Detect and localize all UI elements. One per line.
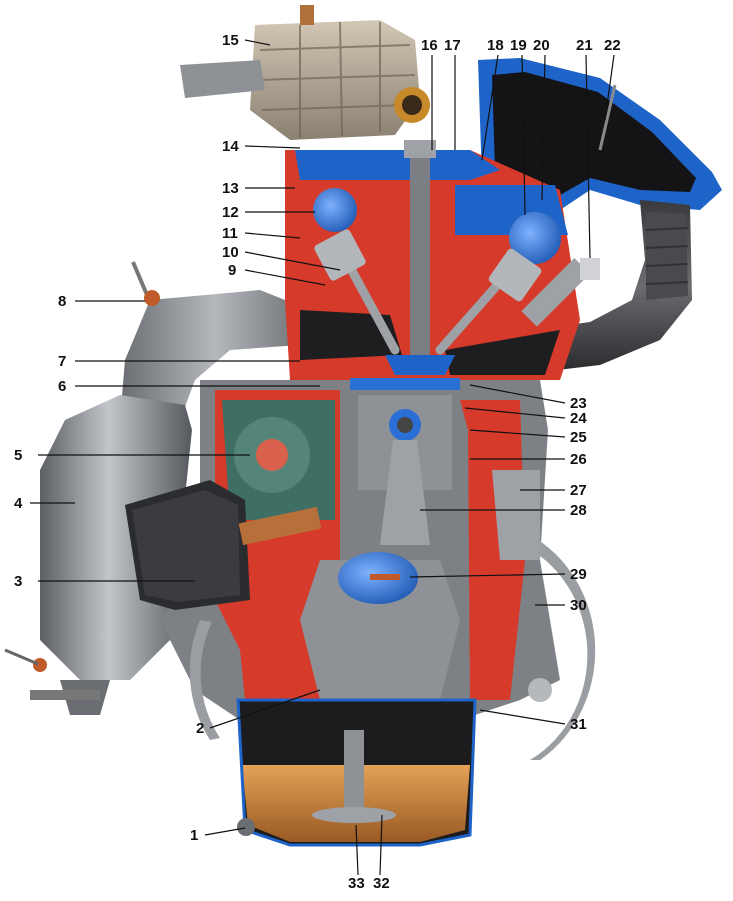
callout-26: 26 — [570, 451, 587, 468]
callout-17: 17 — [444, 37, 461, 54]
callout-27: 27 — [570, 482, 587, 499]
expansion-tank — [180, 5, 430, 140]
callout-14: 14 — [222, 138, 239, 155]
callout-7: 7 — [58, 353, 67, 370]
callout-8: 8 — [58, 293, 67, 310]
callout-23: 23 — [570, 395, 587, 412]
callout-6: 6 — [58, 378, 67, 395]
callout-25: 25 — [570, 429, 587, 446]
callout-28: 28 — [570, 502, 587, 519]
oil-sump — [236, 698, 477, 847]
callout-31: 31 — [570, 716, 587, 733]
callout-20: 20 — [533, 37, 550, 54]
engine-block — [160, 380, 596, 760]
callout-21: 21 — [576, 37, 593, 54]
callout-9: 9 — [228, 262, 237, 279]
callout-30: 30 — [570, 597, 587, 614]
callout-1: 1 — [190, 827, 199, 844]
callout-15: 15 — [222, 32, 239, 49]
callout-4: 4 — [14, 495, 23, 512]
exhaust-manifold — [120, 261, 310, 420]
callout-3: 3 — [14, 573, 23, 590]
callout-24: 24 — [570, 410, 587, 427]
callout-2: 2 — [196, 720, 205, 737]
callout-22: 22 — [604, 37, 621, 54]
catalytic-converter — [4, 395, 192, 715]
oil-filter — [125, 480, 322, 610]
callout-33: 33 — [348, 875, 365, 892]
callout-19: 19 — [510, 37, 527, 54]
callout-18: 18 — [487, 37, 504, 54]
callout-16: 16 — [421, 37, 438, 54]
callout-11: 11 — [222, 225, 238, 242]
callout-10: 10 — [222, 244, 239, 261]
cylinder-head — [285, 140, 600, 380]
callout-5: 5 — [14, 447, 23, 464]
piston-assembly — [300, 378, 540, 720]
leader-lines — [30, 39, 615, 876]
callout-13: 13 — [222, 180, 239, 197]
callout-29: 29 — [570, 566, 587, 583]
callout-32: 32 — [373, 875, 390, 892]
callout-12: 12 — [222, 204, 239, 221]
